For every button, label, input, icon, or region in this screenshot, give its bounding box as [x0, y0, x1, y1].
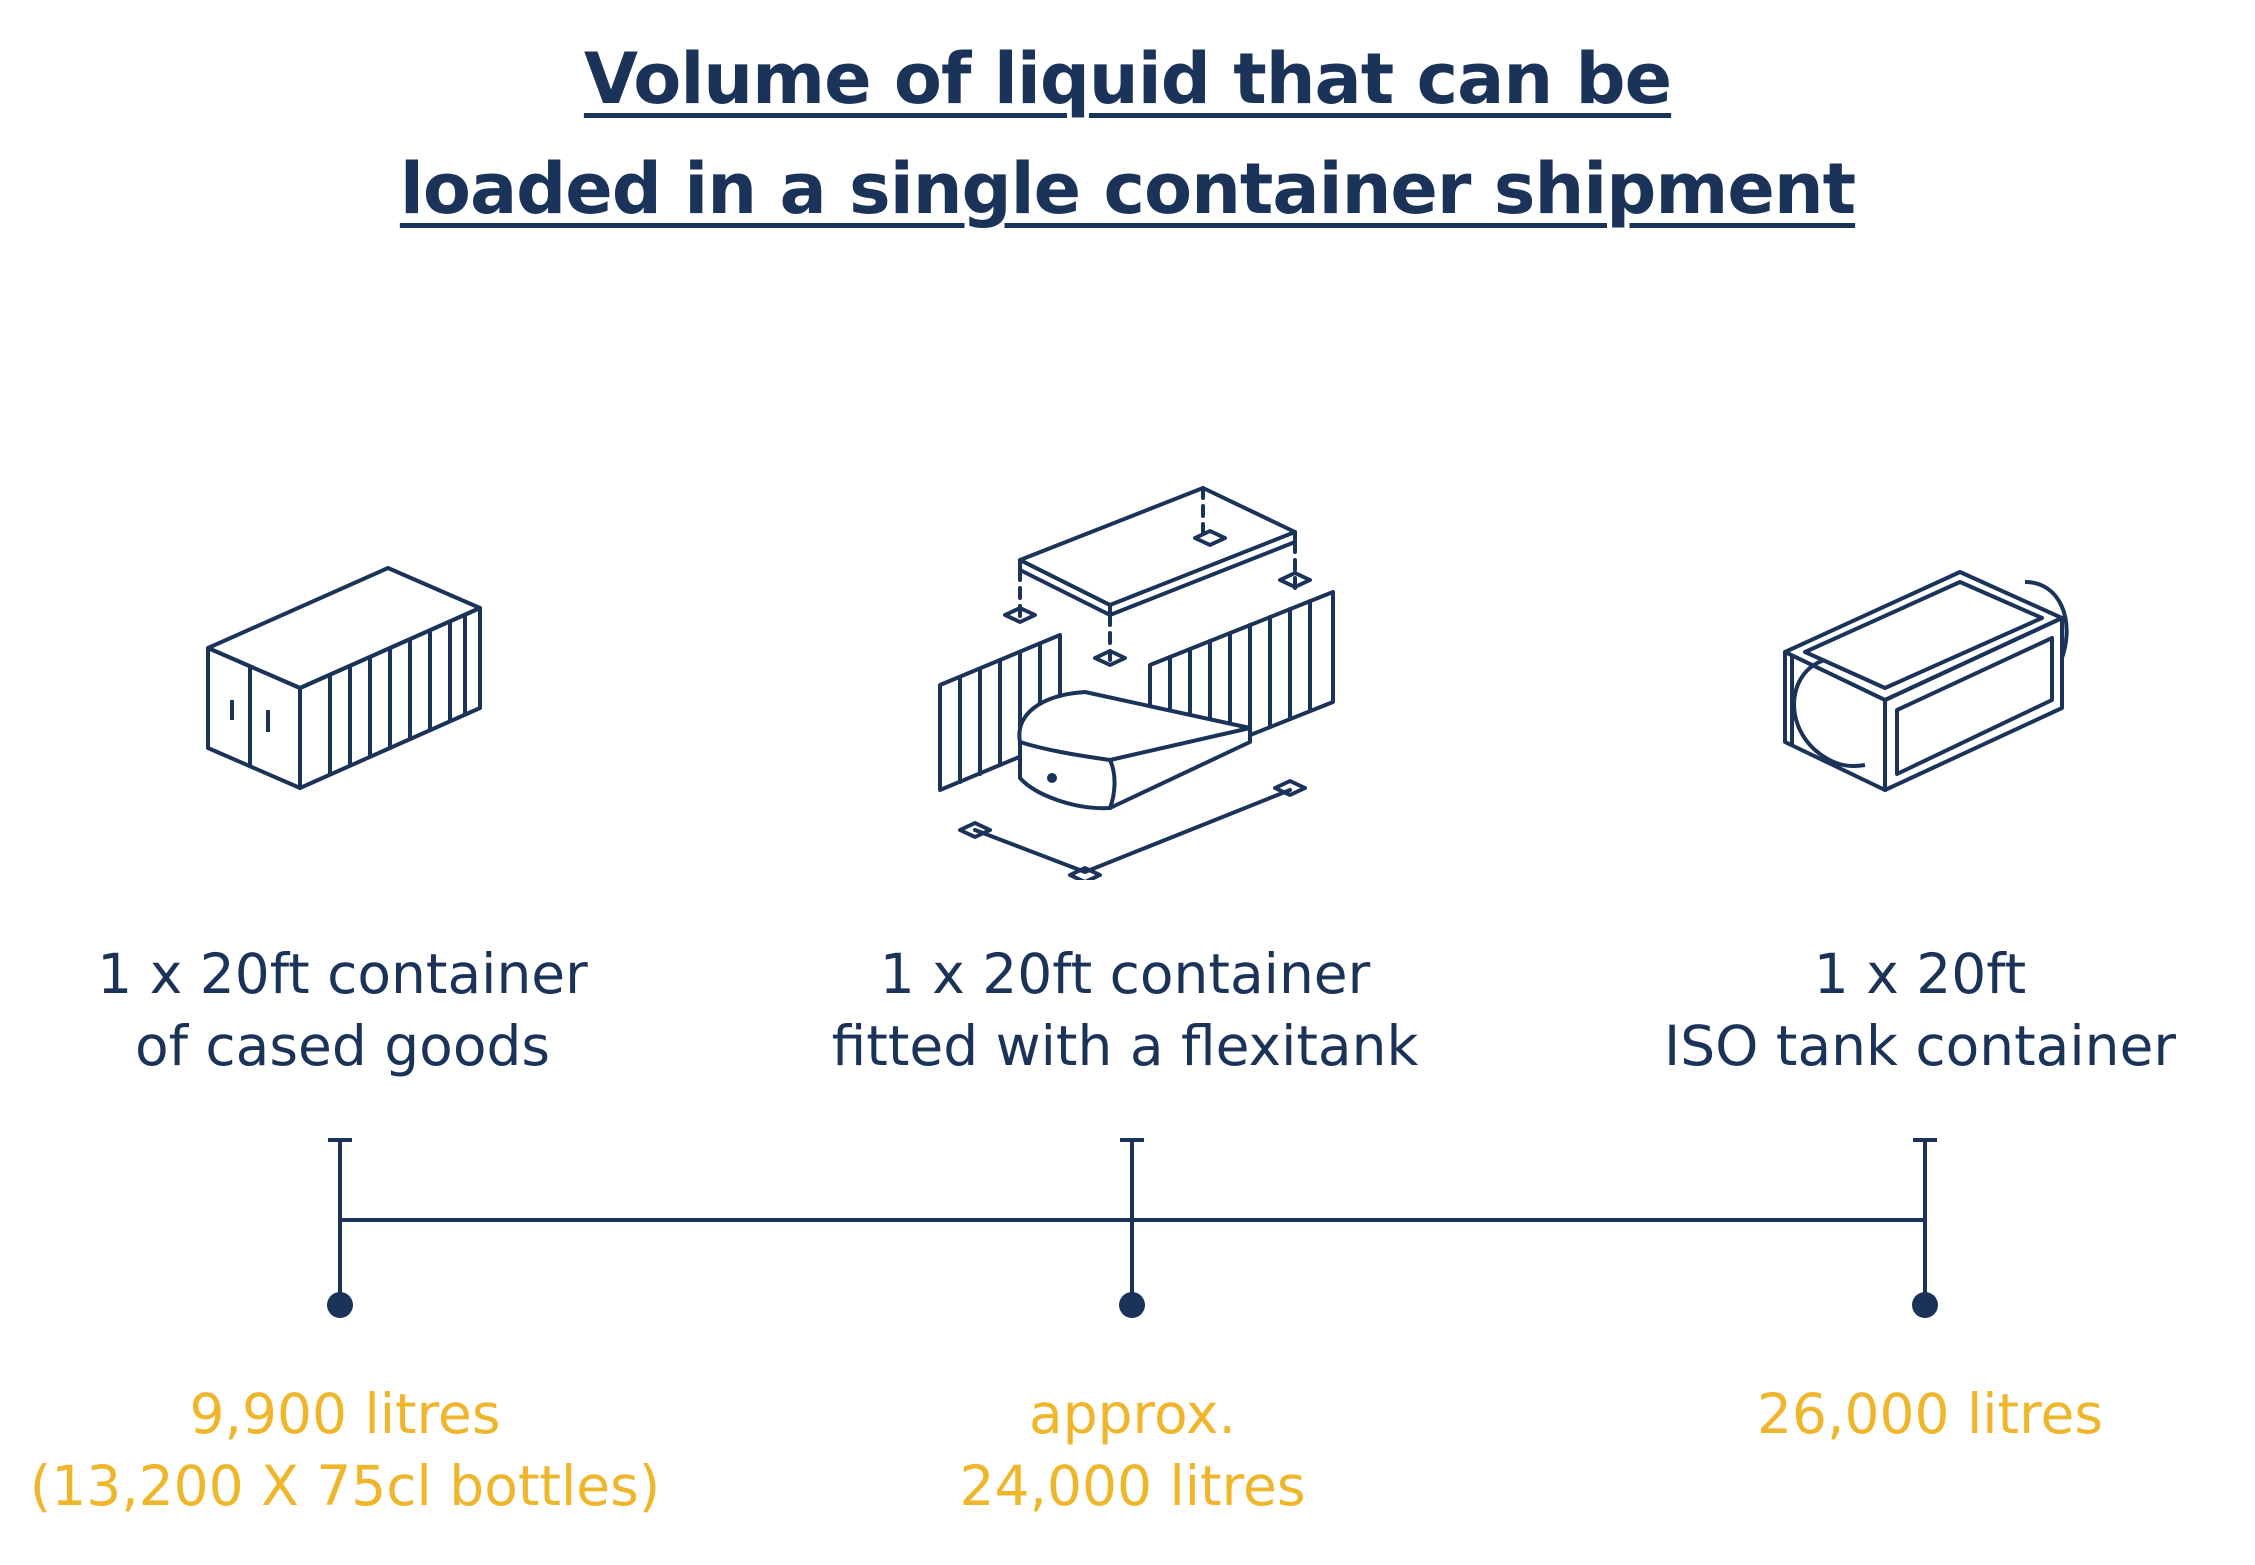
caption-line: fitted with a flexitank [831, 1014, 1419, 1078]
caption-line: 1 x 20ft container [879, 942, 1371, 1006]
flexitank-container-icon [938, 486, 1335, 880]
caption-line: of cased goods [134, 1014, 551, 1078]
caption-flexitank: 1 x 20ft container fitted with a flexita… [800, 938, 1450, 1082]
timeline-dot [1912, 1292, 1938, 1318]
timeline-dot [1119, 1292, 1145, 1318]
timeline-dot [327, 1292, 353, 1318]
title-line-2: loaded in a single container shipment [399, 148, 1856, 230]
iso-tank-container-icon [1783, 570, 2069, 792]
caption-line: 1 x 20ft container [97, 942, 588, 1006]
value-line: (13,200 X 75cl bottles) [29, 1454, 661, 1518]
caption-line: ISO tank container [1664, 1014, 2176, 1078]
value-cased-goods: 9,900 litres (13,200 X 75cl bottles) [0, 1378, 690, 1522]
value-line: approx. [1029, 1382, 1236, 1446]
value-line: 9,900 litres [189, 1382, 501, 1446]
title-line-1: Volume of liquid that can be [583, 38, 1672, 120]
value-line: 26,000 litres [1757, 1382, 2103, 1446]
value-iso-tank: 26,000 litres [1660, 1378, 2200, 1450]
caption-line: 1 x 20ft [1813, 942, 2027, 1006]
shipping-container-icon [206, 566, 482, 790]
value-line: 24,000 litres [959, 1454, 1306, 1518]
caption-iso-tank: 1 x 20ft ISO tank container [1610, 938, 2230, 1082]
caption-cased-goods: 1 x 20ft container of cased goods [40, 938, 645, 1082]
value-flexitank: approx. 24,000 litres [860, 1378, 1405, 1522]
